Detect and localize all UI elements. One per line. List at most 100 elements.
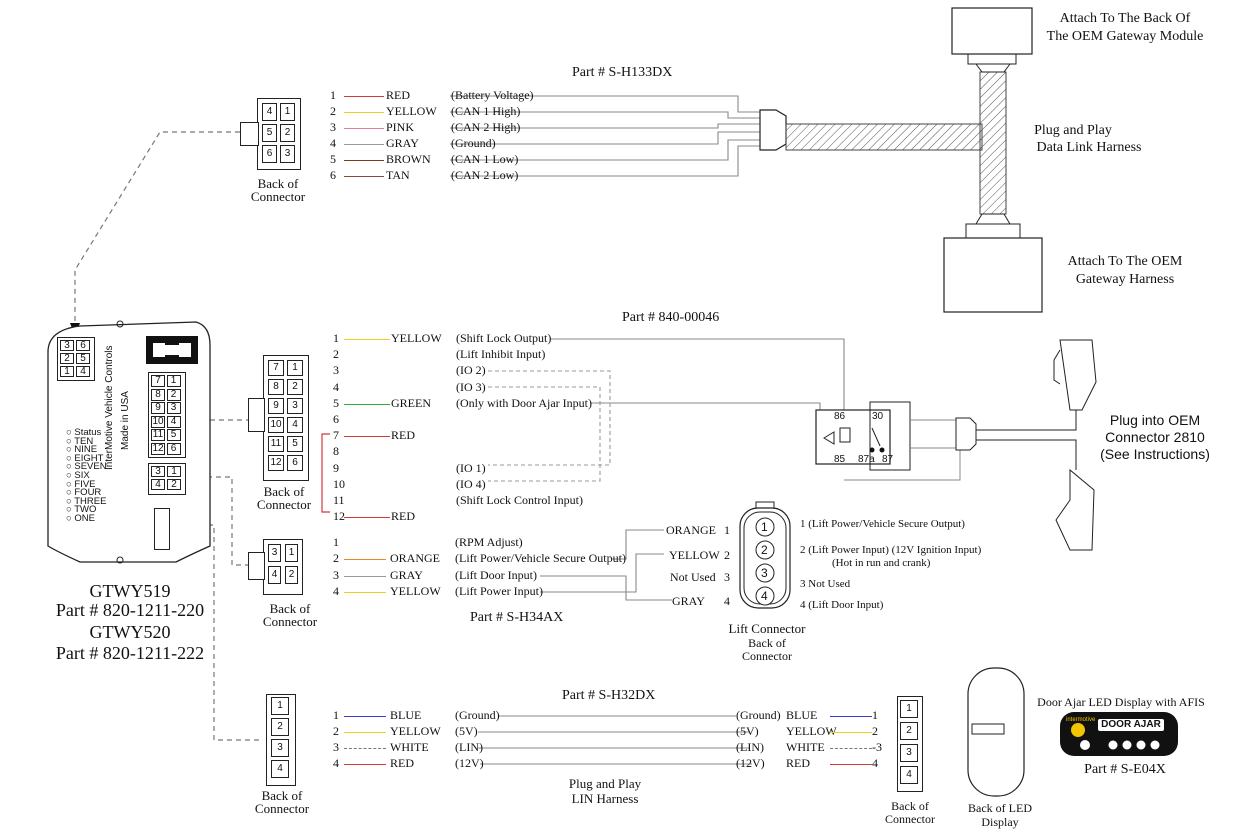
module-top-pin: 3 <box>60 340 74 351</box>
relay-wire-num: 5 <box>333 395 339 410</box>
lin-right-label-2: Connector <box>885 812 935 826</box>
lin-right-num: -3 <box>872 740 882 754</box>
module-main-pin: 4 <box>166 415 181 428</box>
lin-right-desc: (12V) <box>736 756 765 770</box>
lift-desc: 2 (Lift Power Input) (12V Ignition Input… <box>800 544 982 556</box>
module-mid-pin: 1 <box>167 466 181 477</box>
can-wire-num: 3 <box>330 120 336 134</box>
relay-wire-desc: (IO 1) <box>456 460 486 475</box>
lin-plug-play-2: LIN Harness <box>571 791 639 806</box>
lin-connector-pin: 1 <box>271 697 289 715</box>
can-part: Part # S-H133DX <box>572 65 673 80</box>
relay-wire-desc: (IO 3) <box>456 379 486 394</box>
can-wire-desc: (CAN 1 High) <box>451 104 521 118</box>
lift-pin: 1 <box>761 520 768 534</box>
lift-pin: 3 <box>761 566 768 580</box>
relay-wire-desc: (IO 2) <box>456 363 486 378</box>
lin-wire-desc: (LIN) <box>455 740 483 754</box>
relay-wire-num: 8 <box>333 444 339 459</box>
relay-pin-label: 30 <box>872 411 884 422</box>
lin-wire-color: RED <box>390 756 414 770</box>
status-item: ○ SIX <box>66 470 90 481</box>
relay-connector-pin: 11 <box>268 436 284 452</box>
lin-wire-desc: (Ground) <box>455 708 500 722</box>
lin-right-connector-pin: 4 <box>900 766 918 784</box>
module-top-pin: 6 <box>76 340 90 351</box>
lift-wire-num: 4 <box>333 584 339 598</box>
relay-wire-num: 2 <box>333 347 339 362</box>
module-main-pin: 8 <box>151 388 165 401</box>
lin-connector-label-2: Connector <box>254 801 310 816</box>
lift-wire-color: GRAY <box>390 568 423 582</box>
module-main-pin: 11 <box>151 429 165 441</box>
lin-wire-num: 1 <box>333 708 339 722</box>
lin-right-num: 2 <box>872 724 878 738</box>
lin-wire-stroke <box>344 764 386 765</box>
can-wire-num: 6 <box>330 168 336 182</box>
lin-right-color: BLUE <box>786 708 818 722</box>
can-wire-desc: (CAN 2 Low) <box>451 168 519 182</box>
can-wire-stroke <box>344 128 384 129</box>
lift-pin: 4 <box>761 589 768 603</box>
lin-wires <box>478 715 752 765</box>
lin-right-stroke <box>830 716 872 717</box>
plug-oem-3: (See Instructions) <box>1100 446 1210 462</box>
lin-wire-num: 4 <box>333 756 339 770</box>
lift-connector-wire-num: 1 <box>724 523 730 537</box>
relay-wire-desc: (IO 4) <box>456 476 486 491</box>
relay-connector-pin: 1 <box>287 360 303 376</box>
lift-connector-label-2: Connector <box>262 614 318 629</box>
relay-connector-pin: 9 <box>268 398 284 414</box>
door-ajar-part: Part # S-E04X <box>1084 762 1166 777</box>
module-top-pin: 4 <box>76 366 90 377</box>
relay-wire-num: 10 <box>333 476 345 491</box>
status-item: ○ FIVE <box>66 478 96 490</box>
module-vertical-text-1: InterMotive Vehicle Controls <box>104 345 115 470</box>
status-item: ○ NINE <box>66 444 98 456</box>
lift-wire-num: 2 <box>333 551 339 565</box>
can-wires <box>450 95 766 177</box>
relay-wire-desc: (Only with Door Ajar Input) <box>456 395 592 410</box>
lift-connector-tab <box>248 552 265 580</box>
module-main-pin: 7 <box>151 375 165 387</box>
relay-wire-color: GREEN <box>391 395 431 410</box>
relay-connector-pin: 6 <box>287 455 303 471</box>
status-item: ○ ONE <box>66 513 95 524</box>
lift-connector-wire-num: 2 <box>724 548 730 562</box>
lift-desc: 1 (Lift Power/Vehicle Secure Output) <box>800 518 965 530</box>
can-connector-label-1: Back of <box>257 176 299 191</box>
can-connector-pin: 3 <box>280 145 295 163</box>
lift-wire-stroke <box>344 576 386 577</box>
lift-connector-pin: 2 <box>285 566 298 584</box>
door-ajar-label: DOOR AJAR <box>1101 719 1161 730</box>
door-ajar-brand: intermotive <box>1066 717 1096 723</box>
relay-wires <box>550 338 845 412</box>
can-wire-stroke <box>344 144 384 145</box>
lift-part: Part # S-H34AX <box>470 610 564 625</box>
lift-connector-wire-num: 3 <box>724 570 730 584</box>
relay-wire-stroke <box>344 403 390 405</box>
module-mid-pin: 3 <box>151 466 165 477</box>
can-wire-color: BROWN <box>386 152 431 166</box>
lin-right-connector-pin: 1 <box>900 700 918 718</box>
relay-pin-label: 85 <box>834 454 846 465</box>
relay-wire-color: RED <box>391 428 415 443</box>
lin-right-connector-pin: 2 <box>900 722 918 740</box>
relay-connector-pin: 2 <box>287 379 303 395</box>
lin-wire-color: WHITE <box>390 740 429 754</box>
status-item: ○ EIGHT <box>66 452 104 464</box>
lift-connector-label-1: Back of <box>269 601 311 616</box>
can-wire-desc: (Battery Voltage) <box>451 88 534 102</box>
lin-right-stroke <box>830 732 872 733</box>
can-wire-desc: (CAN 1 Low) <box>451 152 519 166</box>
part-1: Part # 820-1211-220 <box>55 600 205 620</box>
lift-connector-wire-num: 4 <box>724 594 730 608</box>
lin-wire-num: 3 <box>333 740 339 754</box>
lift-wire-color: YELLOW <box>390 584 441 598</box>
lin-right-label-1: Back of <box>891 799 929 813</box>
lift-desc: 4 (Lift Door Input) <box>800 599 884 611</box>
can-wire-desc: (Ground) <box>451 136 496 150</box>
lin-right-stroke <box>830 748 872 749</box>
lift-desc: 3 Not Used <box>800 578 851 590</box>
relay-wire-stroke <box>344 436 390 438</box>
